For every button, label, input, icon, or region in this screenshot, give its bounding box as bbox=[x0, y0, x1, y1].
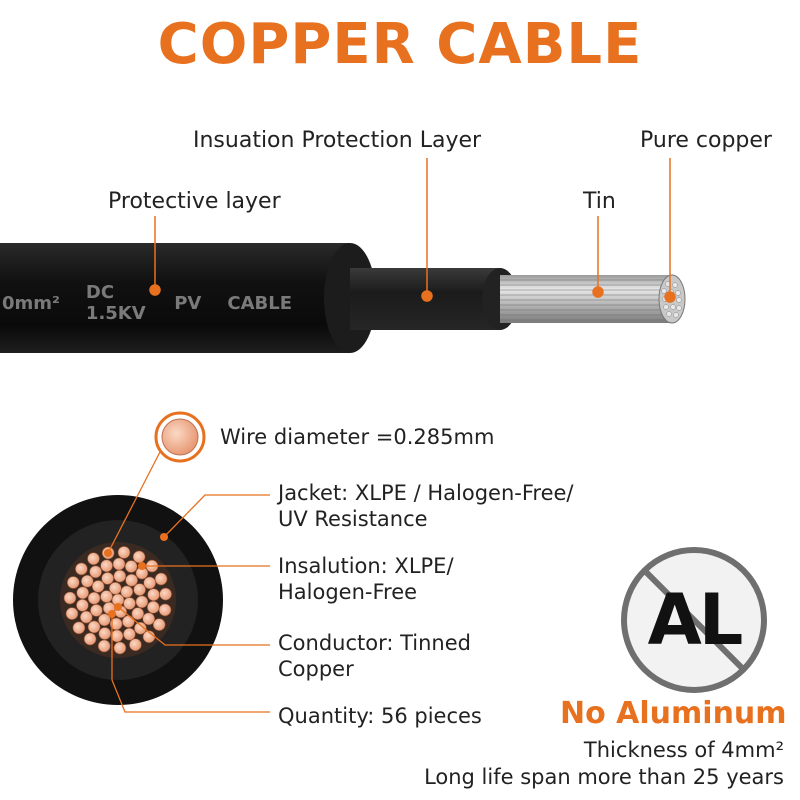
cable-print-type: PV bbox=[174, 292, 202, 314]
label-wire-diameter: Wire diameter =0.285mm bbox=[220, 425, 495, 449]
copper-strand bbox=[67, 576, 80, 589]
copper-strand bbox=[129, 638, 142, 652]
copper-strand bbox=[90, 604, 103, 617]
copper-strand bbox=[110, 629, 124, 643]
copper-strand bbox=[159, 587, 172, 601]
label-jacket-line1: Jacket: XLPE / Halogen-Free/ bbox=[278, 481, 574, 505]
label-pure-copper: Pure copper bbox=[640, 128, 772, 153]
copper-strand bbox=[87, 591, 101, 605]
label-jacket-line2: UV Resistance bbox=[278, 507, 428, 531]
tinned-strands bbox=[500, 275, 672, 323]
copper-strand bbox=[143, 576, 156, 590]
no-aluminum-prohibited-icon bbox=[621, 547, 767, 693]
label-insulation-line1: Insalution: XLPE/ bbox=[278, 554, 454, 578]
copper-strand bbox=[87, 552, 100, 566]
copper-strand bbox=[112, 557, 126, 571]
copper-strand bbox=[83, 632, 97, 646]
copper-strand bbox=[63, 591, 77, 605]
copper-strand bbox=[76, 586, 89, 600]
copper-strand bbox=[147, 588, 160, 602]
copper-strand bbox=[97, 639, 111, 653]
copper-strand bbox=[147, 600, 160, 614]
copper-strand bbox=[87, 620, 101, 634]
label-conductor-line2: Copper bbox=[278, 657, 354, 681]
strand-lines bbox=[500, 279, 672, 321]
copper-strand bbox=[117, 546, 131, 559]
copper-strand bbox=[133, 583, 146, 596]
label-tin: Tin bbox=[583, 189, 616, 214]
copper-strand bbox=[123, 627, 136, 641]
label-protective-layer: Protective layer bbox=[108, 189, 281, 214]
copper-strand bbox=[158, 603, 172, 617]
copper-strand bbox=[142, 612, 155, 626]
cable-jacket bbox=[0, 243, 350, 353]
spec-lifespan: Long life span more than 25 years bbox=[424, 765, 784, 789]
copper-strand bbox=[152, 618, 166, 631]
copper-strand bbox=[100, 559, 113, 573]
copper-strand bbox=[98, 613, 111, 627]
cable-print-size: 0mm² bbox=[2, 292, 60, 314]
no-aluminum-heading: No Aluminum bbox=[560, 696, 787, 731]
cable-print: 0mm² DC 1.5KV PV CABLE bbox=[2, 282, 292, 324]
copper-strand bbox=[65, 607, 79, 620]
copper-strand bbox=[113, 641, 127, 655]
copper-strand bbox=[154, 572, 168, 586]
spec-thickness: Thickness of 4mm² bbox=[583, 738, 784, 762]
copper-strand bbox=[113, 569, 127, 583]
copper-strand bbox=[135, 595, 149, 609]
copper-strand bbox=[75, 562, 88, 576]
copper-strand bbox=[125, 573, 138, 587]
copper-strand bbox=[101, 572, 114, 585]
cross-section-callouts bbox=[107, 451, 270, 713]
copper-strand bbox=[109, 581, 122, 595]
label-quantity: Quantity: 56 pieces bbox=[278, 704, 482, 728]
cable-print-word: CABLE bbox=[227, 292, 292, 314]
cable-side-view bbox=[0, 243, 686, 353]
copper-strand bbox=[80, 610, 93, 624]
copper-strand bbox=[124, 560, 138, 573]
label-insulation-line2: Halogen-Free bbox=[278, 580, 418, 604]
label-conductor-line1: Conductor: Tinned bbox=[278, 631, 471, 655]
copper-strand bbox=[122, 615, 135, 628]
copper-strand bbox=[123, 597, 136, 610]
copper-strand bbox=[98, 627, 112, 640]
copper-strand bbox=[81, 574, 94, 588]
copper-strand bbox=[76, 598, 89, 612]
copper-strand bbox=[132, 550, 146, 564]
cross-section-callout-dots bbox=[104, 533, 168, 618]
page-title: COPPER CABLE bbox=[157, 12, 643, 77]
cross-section bbox=[13, 495, 223, 705]
copper-strand bbox=[100, 590, 113, 603]
copper-strand bbox=[91, 580, 105, 593]
no-aluminum-symbol: AL bbox=[647, 579, 744, 661]
label-insulation-layer: Insuation Protection Layer bbox=[193, 128, 482, 153]
side-view-callouts bbox=[149, 158, 676, 303]
copper-strand bbox=[131, 607, 145, 620]
cable-print-voltage: DC 1.5KV bbox=[85, 282, 146, 324]
copper-strand bbox=[134, 621, 147, 635]
wire-diameter-strand bbox=[161, 418, 199, 456]
copper-strand bbox=[72, 621, 86, 635]
copper-strand bbox=[89, 565, 102, 579]
copper-strand bbox=[120, 585, 134, 599]
